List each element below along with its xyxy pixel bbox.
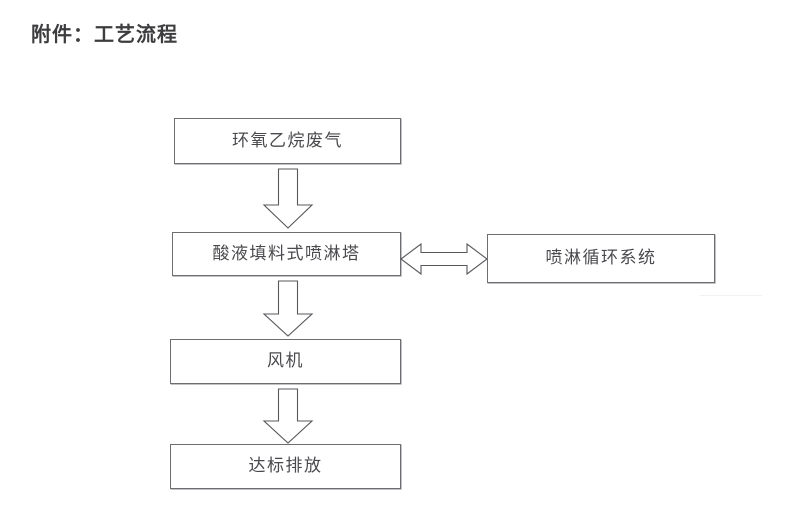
- flow-node-label: 酸液填料式喷淋塔: [212, 243, 361, 264]
- down-arrow-icon-gas-to-tower: [262, 168, 314, 230]
- flow-node-label: 达标排放: [248, 456, 323, 476]
- flow-node-emission: 达标排放: [170, 444, 401, 489]
- down-arrow-icon-tower-to-fan: [262, 280, 314, 338]
- flow-node-fan: 风机: [170, 339, 401, 384]
- scan-artifact-line: [700, 295, 762, 296]
- flow-node-spray-tower: 酸液填料式喷淋塔: [172, 232, 401, 276]
- flow-node-label: 环氧乙烷废气: [232, 130, 343, 151]
- flow-node-recycle-system: 喷淋循环系统: [487, 234, 715, 283]
- flow-node-label: 喷淋循环系统: [545, 248, 657, 268]
- double-arrow-icon-tower-recycle: [400, 236, 488, 282]
- flow-node-waste-gas: 环氧乙烷废气: [174, 118, 401, 164]
- flow-node-label: 风机: [267, 351, 304, 371]
- page-title: 附件：工艺流程: [31, 22, 178, 46]
- down-arrow-icon-fan-to-emission: [262, 388, 314, 446]
